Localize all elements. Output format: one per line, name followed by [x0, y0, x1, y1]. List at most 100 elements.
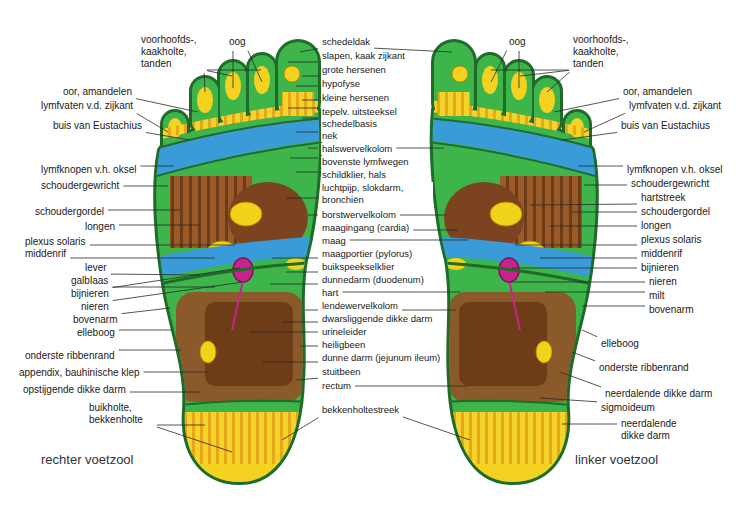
zone-label: nieren: [80, 301, 110, 313]
leader-line: [136, 99, 198, 112]
leader-line: [515, 245, 637, 246]
leader-line: [554, 99, 619, 112]
leader-line: [111, 274, 200, 276]
leader-line: [119, 330, 172, 331]
zone-label: appendix, bauhinische klep: [18, 367, 141, 379]
zone-label: lymfknopen v.h. oksel: [626, 164, 723, 176]
zone-label: grote hersenen: [321, 64, 387, 76]
leader-line: [113, 268, 240, 288]
zone-label: plexus solaris: [640, 234, 703, 246]
zone-label: middenrif: [24, 248, 67, 260]
zone-label: lever: [84, 262, 108, 274]
leader-line: [286, 272, 318, 273]
leader-line: [207, 70, 261, 71]
leader-line: [491, 51, 507, 82]
leader-line: [157, 425, 205, 426]
zone-label: onderste ribbenrand: [24, 350, 116, 362]
leader-line: [403, 417, 470, 440]
zone-label: schoudergewricht: [40, 180, 120, 192]
foot-caption: linker voetzool: [574, 452, 659, 468]
zone-label: buikholte, bekkenholte: [88, 402, 154, 426]
leader-line: [121, 308, 170, 314]
zone-label: elleboog: [600, 338, 640, 350]
zone-label: bekkenholtestreek: [321, 404, 400, 416]
leader-line: [248, 51, 262, 82]
leader-line: [519, 51, 520, 88]
zone-label: lymfknopen v.h. oksel: [40, 164, 137, 176]
leader-line: [113, 282, 243, 301]
leader-line: [355, 386, 468, 387]
zone-label: nek: [321, 130, 338, 142]
zone-label: stuitbeen: [321, 366, 362, 378]
leader-line: [396, 148, 444, 149]
leader-line: [70, 258, 215, 259]
leader-line: [296, 132, 318, 133]
zone-label: schedeldak: [321, 36, 371, 48]
zone-label: nieren: [648, 276, 678, 288]
leader-line: [402, 310, 456, 311]
zone-label: dunne darm (jejunum ileum): [321, 352, 441, 364]
leader-line: [562, 424, 617, 425]
zone-label: bovenarm: [648, 304, 694, 316]
leader-line: [140, 166, 174, 167]
leader-line: [262, 362, 318, 363]
leader-line: [308, 148, 318, 149]
leader-line: [302, 118, 318, 119]
zone-label: neerdalende dikke darm: [604, 388, 713, 400]
zone-label: lendewervelkolom: [321, 300, 399, 312]
leader-line: [130, 392, 200, 393]
leader-line: [520, 70, 569, 76]
leader-line: [119, 225, 200, 226]
zone-label: maagportier (pylorus): [321, 248, 413, 260]
zone-label: longen: [640, 220, 672, 232]
leader-line: [350, 240, 468, 241]
zone-label: tepelv. uitsteeksel: [321, 106, 398, 118]
leader-line: [413, 230, 458, 231]
zone-label: borstwervelkolom: [321, 209, 397, 221]
leader-line: [305, 310, 318, 311]
leader-line: [112, 287, 215, 288]
zone-label: maagingang (cardia): [321, 222, 410, 234]
leader-line: [207, 71, 232, 76]
leader-line: [290, 158, 318, 159]
zone-label: sigmoideum: [600, 402, 656, 414]
leader-line: [250, 332, 318, 333]
left-foot: [412, 30, 612, 500]
zone-label: neerdalende dikke darm: [620, 418, 688, 442]
zone-label: opstijgende dikke darm: [22, 384, 127, 396]
leader-line: [582, 330, 597, 337]
leader-line: [204, 73, 206, 92]
zone-label: maag: [321, 235, 347, 247]
leader-line: [90, 245, 235, 246]
zone-label: bovenarm: [72, 314, 118, 326]
zone-label: buis van Eustachius: [52, 120, 143, 132]
zone-label: slapen, kaak zijkant: [321, 50, 406, 62]
zone-label: hartstreek: [640, 192, 686, 204]
zone-label: lymfvaten v.d. zijkant: [40, 100, 134, 112]
zone-label: oog: [508, 36, 527, 48]
zone-label: schildklier, hals: [321, 169, 387, 181]
zone-label: buikspeekselklier: [321, 261, 395, 273]
leader-line: [144, 372, 208, 373]
leader-line: [296, 172, 318, 173]
zone-label: bijnieren: [70, 288, 110, 300]
leader-line: [308, 215, 318, 216]
leader-line: [282, 322, 318, 323]
leader-line: [540, 398, 597, 402]
leader-line: [302, 100, 318, 101]
leader-line: [233, 51, 234, 88]
leader-line: [547, 72, 570, 92]
zone-label: onderste ribbenrand: [598, 362, 690, 374]
leader-line: [272, 258, 318, 259]
zone-label: oog: [228, 36, 247, 48]
leader-line: [300, 49, 318, 52]
zone-label: dunnedarm (duodenum): [321, 274, 425, 286]
leader-line: [584, 185, 627, 186]
leader-line: [540, 258, 637, 259]
leader-line: [545, 292, 645, 293]
leader-line: [572, 352, 595, 361]
leader-line: [286, 198, 318, 199]
zone-label: dwarsliggende dikke darm: [321, 313, 433, 325]
leader-line: [578, 166, 623, 167]
zone-label: luchtpijp, slokdarm, bronchiën: [321, 182, 433, 206]
